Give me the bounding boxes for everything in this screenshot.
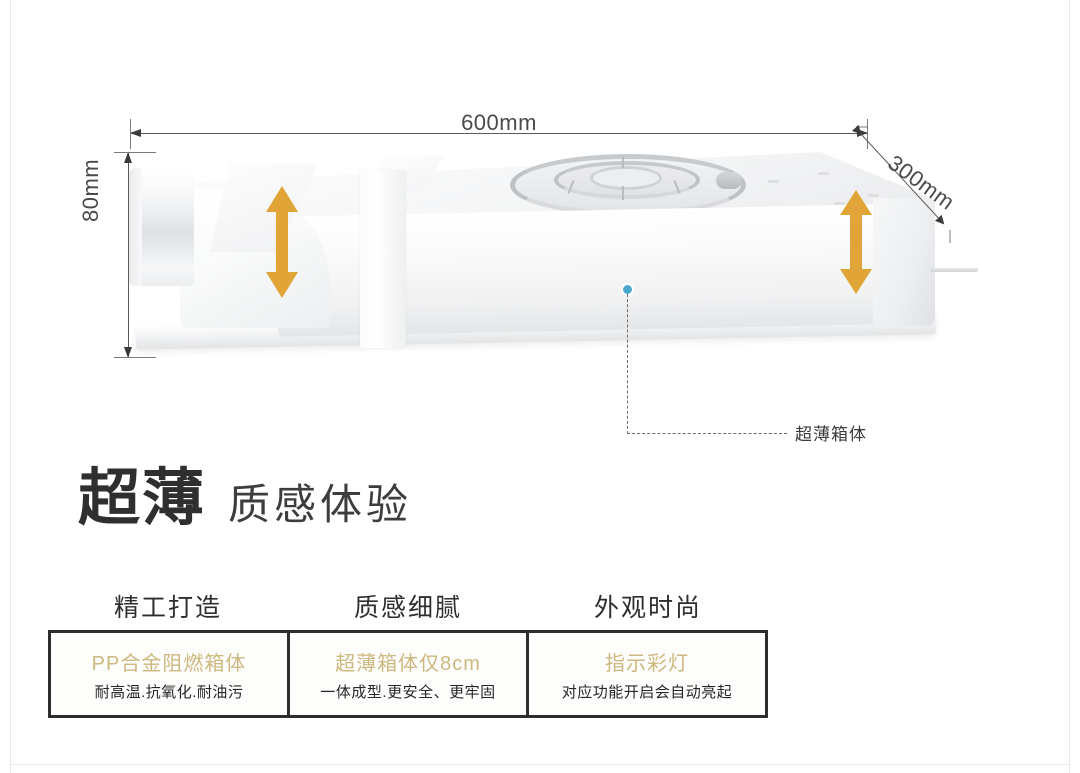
headline-strong-text: 超薄	[78, 464, 207, 533]
feature-headings-row: 精工打造 质感细腻 外观时尚	[48, 588, 768, 624]
headline-light-text: 质感体验	[228, 481, 413, 528]
height-dimension-line	[114, 152, 156, 358]
feature-heading-3: 外观时尚	[593, 594, 702, 622]
card-edge-left	[10, 0, 11, 773]
fan-spoke	[622, 156, 624, 168]
card-edge-bottom	[10, 764, 1070, 765]
dimension-tick	[114, 357, 156, 358]
dimension-arrow-down-icon	[124, 347, 132, 358]
side-bracket	[930, 268, 978, 272]
fan-spoke	[622, 186, 624, 200]
feature-box-1: PP合金阻燃箱体 耐高温.抗氧化.耐油污	[51, 633, 290, 715]
fan-motor-nub	[716, 172, 742, 189]
callout-anchor-dot	[623, 285, 632, 294]
dimension-arrow-up-icon	[124, 152, 132, 163]
fan-hub	[590, 166, 662, 190]
feature-heading-1: 精工打造	[113, 594, 222, 622]
height-dimension-label-wrap: 80mm	[78, 159, 104, 222]
screw-mark	[768, 180, 779, 183]
callout-label: 超薄箱体	[795, 425, 867, 444]
dimension-tick	[130, 119, 131, 149]
feature-box-3-subtitle: 对应功能开启会自动亮起	[561, 683, 733, 701]
width-dimension-label: 600mm	[461, 110, 537, 135]
blower-fan-housing	[510, 154, 746, 216]
thickness-arrow-left-icon	[266, 186, 298, 298]
height-dimension-label: 80mm	[78, 158, 103, 222]
feature-boxes-row: PP合金阻燃箱体 耐高温.抗氧化.耐油污 超薄箱体仅8cm 一体成型.更安全、更…	[48, 630, 768, 718]
product-unit-render	[128, 150, 978, 365]
section-headline: 超薄 质感体验	[78, 468, 412, 530]
feature-box-2: 超薄箱体仅8cm 一体成型.更安全、更牢固	[290, 633, 529, 715]
depth-dimension-line	[851, 125, 951, 243]
callout-leader-horizontal	[627, 433, 787, 434]
dimension-rule	[130, 133, 868, 134]
dimension-rule	[128, 152, 129, 358]
feature-box-1-subtitle: 耐高温.抗氧化.耐油污	[94, 683, 244, 701]
feature-box-3: 指示彩灯 对应功能开启会自动亮起	[529, 633, 765, 715]
card-edge-right	[1069, 0, 1070, 773]
thickness-arrow-right-icon	[840, 190, 872, 294]
feature-box-2-subtitle: 一体成型.更安全、更牢固	[320, 683, 496, 701]
callout-leader-vertical	[627, 294, 628, 434]
product-image-area: 600mm 80mm	[78, 110, 978, 444]
feature-box-1-title: PP合金阻燃箱体	[91, 652, 247, 675]
feature-box-3-title: 指示彩灯	[605, 652, 689, 675]
feature-heading-2: 质感细腻	[353, 594, 462, 622]
feature-box-2-title: 超薄箱体仅8cm	[335, 652, 481, 675]
screw-mark	[834, 202, 845, 205]
dimension-tick	[114, 152, 156, 153]
divider-strap	[360, 170, 406, 348]
dimension-arrow-left-icon	[130, 129, 141, 137]
duct-outlet-lip	[128, 168, 142, 286]
screw-mark	[818, 172, 829, 175]
width-dimension-label-wrap: 600mm	[130, 110, 868, 136]
